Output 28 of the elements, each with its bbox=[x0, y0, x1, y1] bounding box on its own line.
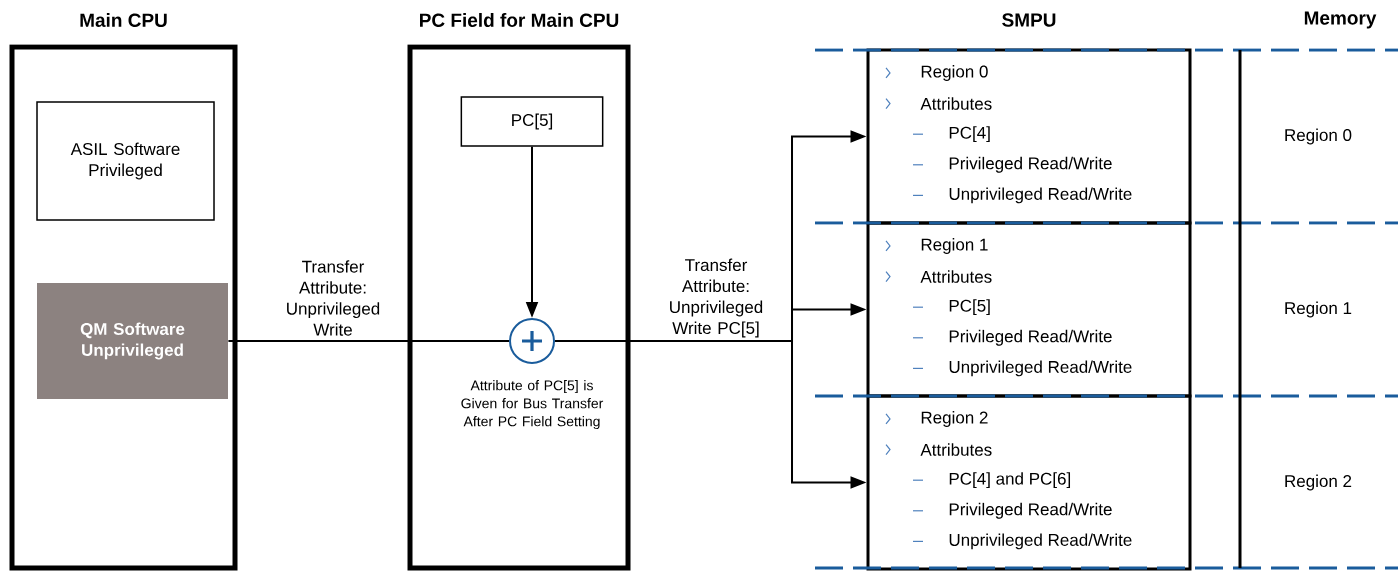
list-item: Privileged Read/Write bbox=[949, 502, 1112, 519]
list-item: Unprivileged Read/Write bbox=[949, 187, 1132, 204]
edge-label: Transfer Attribute: Unprivileged Write PC[5] bbox=[656, 256, 776, 340]
software-box: ASIL Software Privileged bbox=[36, 101, 215, 221]
column-heading: Main CPU bbox=[80, 13, 167, 27]
list-item: Region 1 bbox=[921, 238, 988, 254]
list-item: PC[5] bbox=[949, 299, 990, 316]
memory-region: Region 2 bbox=[1285, 474, 1352, 491]
memory-region: Region 0 bbox=[1285, 128, 1352, 145]
list-item: Unprivileged Read/Write bbox=[949, 533, 1132, 550]
column-heading: Memory bbox=[1304, 11, 1377, 29]
software-box: QM Software Unprivileged bbox=[37, 283, 228, 399]
column-heading: PC Field for Main CPU bbox=[420, 13, 619, 27]
list-item: PC[4] and PC[6] bbox=[949, 472, 1070, 489]
list-item: Attributes bbox=[920, 443, 992, 456]
list-item: Privileged Read/Write bbox=[949, 156, 1112, 173]
list-item: PC[4] bbox=[949, 126, 990, 143]
list-item: Region 2 bbox=[921, 411, 988, 427]
list-item: Unprivileged Read/Write bbox=[949, 360, 1132, 377]
edge-label: Transfer Attribute: Unprivileged Write bbox=[273, 258, 393, 338]
list-item: Region 0 bbox=[921, 65, 988, 81]
list-item: Attributes bbox=[920, 97, 992, 110]
list-item: Privileged Read/Write bbox=[949, 329, 1112, 346]
note-text: Attribute of PC[5] is Given for Bus Transfer After PC Field Setting bbox=[461, 380, 604, 430]
register-box: PC[5] bbox=[460, 96, 604, 147]
column-heading: SMPU bbox=[1002, 13, 1056, 27]
list-item: Attributes bbox=[920, 270, 992, 283]
memory-region: Region 1 bbox=[1285, 301, 1352, 318]
